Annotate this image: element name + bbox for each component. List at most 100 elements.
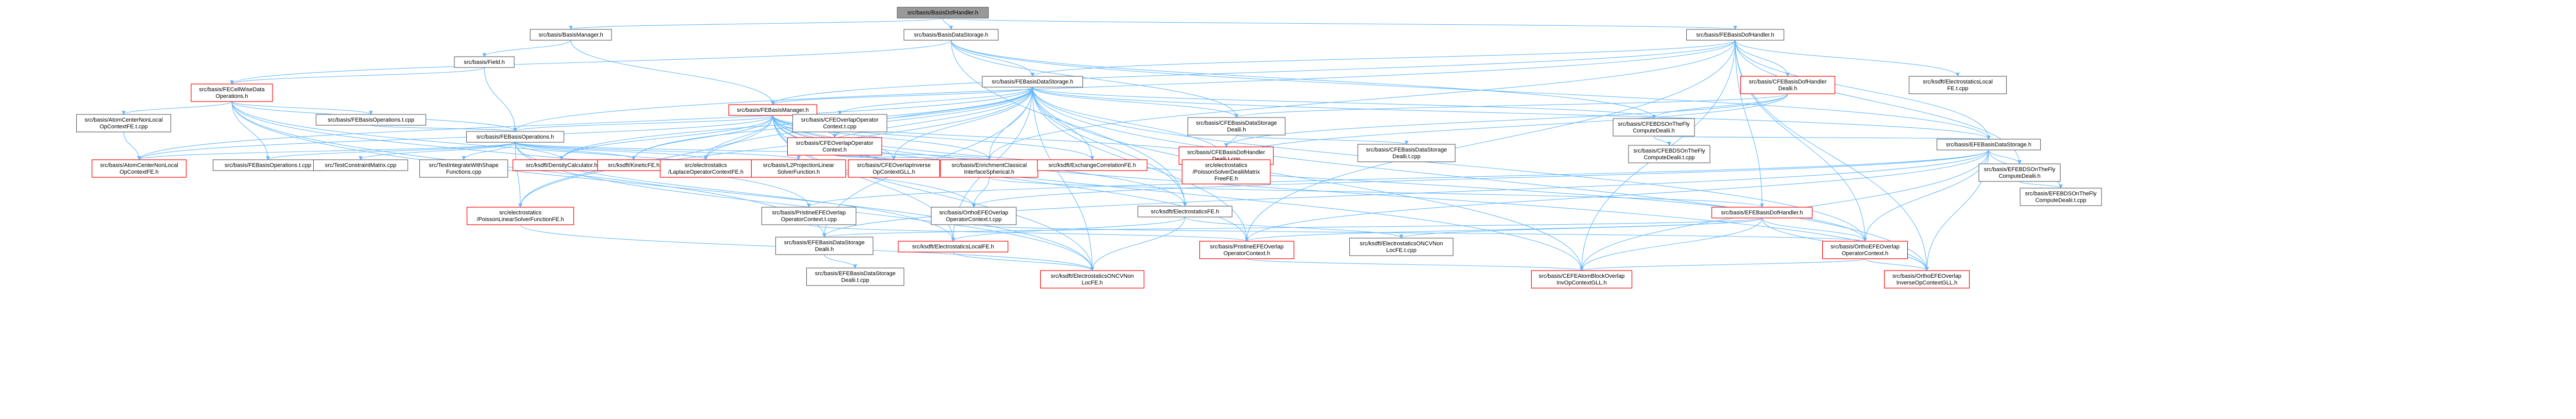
graph-node-src-testconstraintmatrix-cpp[interactable]: src/TestConstraintMatrix.cpp [313, 159, 409, 171]
node-label: src/TestIntegrateWithShape [429, 162, 498, 169]
graph-node-src-ksdft-kineticfe-h[interactable]: src/ksdft/KineticFE.h [597, 159, 670, 171]
dependency-edge [513, 40, 1736, 132]
node-label: src/ksdft/ExchangeCorrelationFE.h [1048, 162, 1136, 169]
node-label: OperatorContext.h [1842, 250, 1889, 257]
dependency-edge [1653, 135, 1990, 140]
node-label: OpContextFE.t.cpp [99, 124, 148, 130]
dependency-edge [834, 155, 991, 160]
graph-node-src-basis-febasisdatastorage-h[interactable]: src/basis/FEBasisDataStorage.h [981, 76, 1083, 88]
node-label: src/basis/EFEBasisDataStorage [815, 271, 896, 277]
dependency-edge [569, 18, 943, 30]
node-box [792, 114, 888, 132]
graph-node-src-basis-enrichmentclassical-interfacespherical-h[interactable]: src/basis/EnrichmentClassicalInterfaceSp… [940, 159, 1039, 178]
node-label: src/basis/PristineEFEOverlap [1210, 244, 1283, 250]
dependency-edge [808, 224, 1249, 242]
graph-node-src-ksdft-electrostaticslocal-fe-t-cpp[interactable]: src/ksdft/ElectrostaticsLocalFE.t.cpp [1908, 76, 2007, 94]
node-box [1628, 145, 1710, 163]
node-box [1181, 159, 1271, 185]
node-label: FreeFE.h [1214, 176, 1238, 182]
graph-node-src-basis-efebasisdofhandler-h[interactable]: src/basis/EFEBasisDofHandler.h [1711, 207, 1813, 219]
node-label: src/electrostatics [1205, 162, 1247, 169]
dependency-edge [231, 101, 373, 115]
node-box [775, 237, 874, 255]
graph-node-src-basis-atomcenternonlocal-opcontextfe-h[interactable]: src/basis/AtomCenterNonLocalOpContextFE.… [91, 159, 187, 178]
graph-node-src-basis-pristineefeoverlap-operatorcontext-h[interactable]: src/basis/PristineEFEOverlapOperatorCont… [1199, 241, 1295, 259]
dependency-edge [1030, 40, 1736, 77]
node-box [981, 76, 1083, 88]
graph-node-src-basis-orthoefeoverlap-inverseopcontextgll-h[interactable]: src/basis/OrthoEFEOverlapInverseOpContex… [1884, 270, 1970, 289]
node-label: src/electrostatics [685, 162, 727, 169]
node-label: OperatorContext.t.cpp [946, 216, 1002, 223]
graph-node-src-basis-orthoefeoverlap-operatorcontext-t-cpp[interactable]: src/basis/OrthoEFEOverlapOperatorContext… [930, 207, 1017, 225]
graph-node-src-basis-basisdofhandler-h[interactable]: src/basis/BasisDofHandler.h [896, 7, 989, 19]
graph-node-src-basis-febasisdofhandler-h[interactable]: src/basis/FEBasisDofHandler.h [1686, 29, 1785, 41]
graph-node-src-basis-basisdatastorage-h[interactable]: src/basis/BasisDataStorage.h [903, 29, 999, 41]
graph-node-src-electrostatics-laplaceoperatorcontextfe-h[interactable]: src/electrostatics/LaplaceOperatorContex… [659, 159, 752, 178]
dependency-edge [1236, 135, 1409, 145]
graph-node-src-basis-febasisoperations-t-cpp[interactable]: src/basis/FEBasisOperations.t.cpp [212, 159, 324, 171]
node-label: Context.h [822, 147, 846, 153]
graph-node-src-ksdft-densitycalculator-h[interactable]: src/ksdft/DensityCalculator.h [512, 159, 611, 171]
graph-node-src-basis-cfebasisdatastorage-dealii-t-cpp[interactable]: src/basis/CFEBasisDataStorageDealii.t.cp… [1357, 144, 1456, 162]
graph-node-src-basis-cfebdsonthefly-computedealii-t-cpp[interactable]: src/basis/CFEBDSOnTheFlyComputeDealii.t.… [1628, 145, 1710, 163]
node-label: InverseOpContextGLL.h [1896, 280, 1958, 286]
dependency-edge [515, 142, 636, 160]
node-label: Dealii.h [1227, 127, 1246, 133]
graph-node-src-basis-febasisoperations-t-cpp[interactable]: src/basis/FEBasisOperations.t.cpp [315, 114, 427, 126]
node-box [897, 241, 1009, 253]
node-label: OperatorContext.h [1224, 250, 1270, 257]
node-label: /PoissonLinearSolverFunctionFE.h [477, 216, 564, 223]
graph-node-src-electrostatics-poissonsolverdealiimatrix-freefe-h[interactable]: src/electrostatics/PoissonSolverDealiiMa… [1181, 159, 1271, 185]
dependency-edge [972, 149, 1989, 208]
node-label: Functions.cpp [446, 169, 481, 175]
dependency-edge [518, 87, 1033, 208]
node-label: src/basis/BasisDataStorage.h [914, 32, 988, 38]
graph-node-src-basis-febasisoperations-h[interactable]: src/basis/FEBasisOperations.h [466, 131, 565, 143]
graph-node-src-basis-pristineefeoverlap-operatorcontext-t-cpp[interactable]: src/basis/PristineEFEOverlapOperatorCont… [761, 207, 857, 225]
graph-node-src-basis-efebdsonthefly-computedealii-t-cpp[interactable]: src/basis/EFEBDSOnTheFlyComputeDealii.t.… [2020, 188, 2102, 206]
dependency-edge [1032, 87, 1991, 140]
dependency-edge [1245, 217, 1762, 242]
graph-node-src-basis-atomcenternonlocal-opcontextfe-t-cpp[interactable]: src/basis/AtomCenterNonLocalOpContextFE.… [76, 114, 172, 132]
dependency-edge [1863, 149, 1989, 242]
graph-node-src-ksdft-electrostaticslocalfe-h[interactable]: src/ksdft/ElectrostaticsLocalFE.h [897, 241, 1009, 253]
graph-node-src-basis-cfeoverlapinverse-opcontextgll-h[interactable]: src/basis/CFEOverlapInverseOpContextGLL.… [848, 159, 940, 178]
graph-node-src-ksdft-exchangecorrelationfe-h[interactable]: src/ksdft/ExchangeCorrelationFE.h [1037, 159, 1148, 171]
graph-node-src-basis-field-h[interactable]: src/basis/Field.h [454, 56, 515, 68]
graph-node-src-basis-l2projectionlinear-solverfunction-h[interactable]: src/basis/L2ProjectionLinearSolverFuncti… [751, 159, 846, 178]
graph-node-src-basis-orthoefeoverlap-operatorcontext-h[interactable]: src/basis/OrthoEFEOverlapOperatorContext… [1822, 241, 1908, 259]
dependency-edge [1234, 93, 1788, 118]
dependency-edge [231, 101, 1094, 271]
node-label: src/basis/CFEBDSOnTheFly [1618, 121, 1690, 127]
graph-node-src-ksdft-electrostaticsfe-h[interactable]: src/ksdft/ElectrostaticsFE.h [1137, 206, 1233, 217]
graph-node-src-basis-basismanager-h[interactable]: src/basis/BasisManager.h [530, 29, 612, 41]
node-box [1686, 29, 1785, 41]
graph-node-src-basis-cfeoverlapoperator-context-t-cpp[interactable]: src/basis/CFEOverlapOperatorContext.t.cp… [792, 114, 888, 132]
graph-node-src-basis-efebasisdatastorage-h[interactable]: src/basis/EFEBasisDataStorage.h [1936, 139, 2041, 150]
dependency-edge [772, 115, 1094, 160]
node-label: src/basis/CFEBasisDataStorage [1366, 147, 1447, 153]
graph-node-src-electrostatics-poissonlinearsolverfunctionfe-h[interactable]: src/electrostatics/PoissonLinearSolverFu… [466, 207, 574, 225]
edge-layer [122, 18, 2063, 271]
node-label: OpContextFE.h [120, 169, 159, 175]
graph-node-src-ksdft-electrostaticsoncvnon-locfe-t-cpp[interactable]: src/ksdft/ElectrostaticsONCVNonLocFE.t.c… [1349, 238, 1454, 256]
dependency-edge [515, 142, 564, 160]
graph-node-src-basis-efebasisdatastorage-dealii-t-cpp[interactable]: src/basis/EFEBasisDataStorageDealii.t.cp… [806, 267, 905, 286]
dependency-edge [953, 252, 1094, 271]
graph-node-src-basis-cefeatomblockoverlap-invopcontextgll-h[interactable]: src/basis/CEFEAtomBlockOverlapInvOpConte… [1531, 270, 1633, 289]
graph-node-src-basis-febasismanager-h[interactable]: src/basis/FEBasisManager.h [728, 104, 818, 116]
node-label: Operations.h [216, 93, 248, 99]
node-label: src/basis/EFEBDSOnTheFly [1984, 166, 2056, 173]
node-box [1357, 144, 1456, 162]
node-box [761, 207, 857, 225]
node-layer: src/basis/BasisDofHandler.h src/basis/Bas… [76, 7, 2102, 289]
